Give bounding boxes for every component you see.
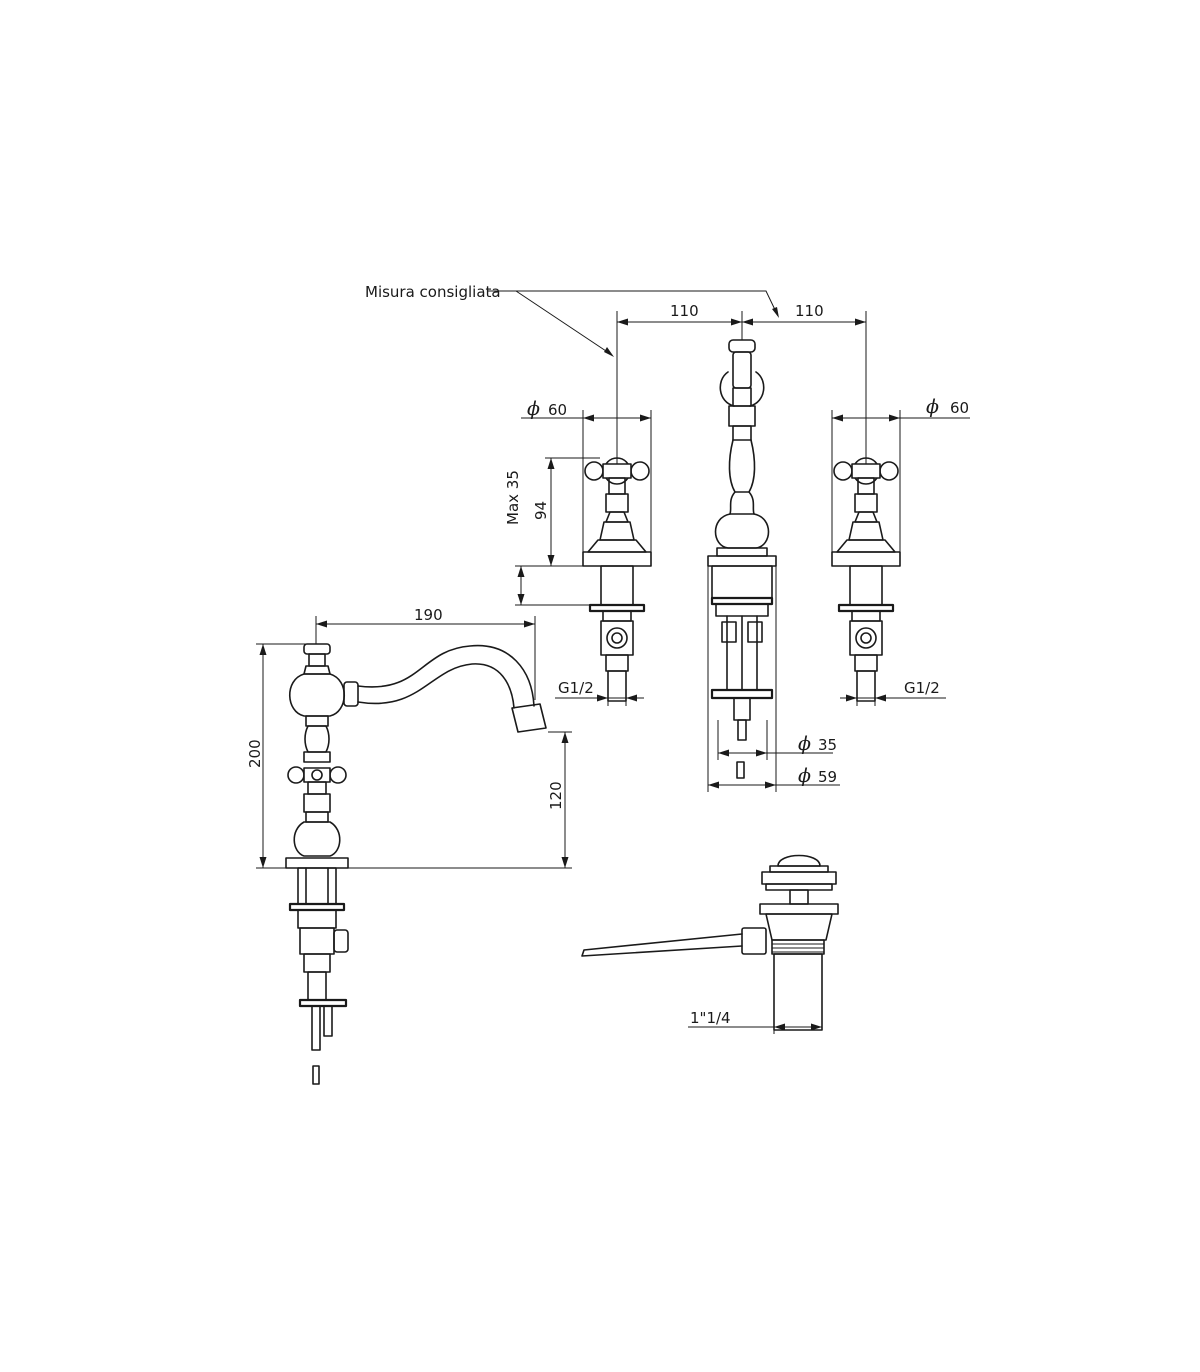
spacing-left-label: 110: [670, 302, 699, 320]
waste-thread-label: 1"1/4: [690, 1009, 731, 1027]
thread-right-label: G1/2: [904, 679, 940, 697]
phi-symbol-left: ϕ: [527, 398, 540, 420]
spout-height-label: 120: [547, 781, 565, 810]
popup-waste: 1"1/4: [581, 854, 839, 1034]
shank-diameter-label: 35: [818, 736, 837, 754]
spacing-dimension: 110 110: [616, 302, 867, 466]
handle-diameter-left-label: 60: [548, 401, 567, 419]
right-valve: ϕ 60 G1/2: [831, 396, 970, 706]
base-diameter-label: 59: [818, 768, 837, 786]
spacing-right-label: 110: [795, 302, 824, 320]
max-deck-label: Max 35: [504, 470, 522, 525]
spout-reach-label: 190: [414, 606, 443, 624]
recommended-leader: Misura consigliata: [365, 283, 779, 357]
total-height-label: 200: [246, 739, 264, 768]
handle-diameter-right-label: 60: [950, 399, 969, 417]
center-spout: ϕ 35 ϕ 59: [707, 339, 840, 792]
phi-symbol-shank: ϕ: [798, 733, 811, 755]
thread-left-label: G1/2: [558, 679, 594, 697]
recommended-label: Misura consigliata: [365, 283, 501, 301]
side-view: 190 200 120: [246, 606, 572, 1085]
handle-height-label: 94: [532, 501, 550, 520]
left-valve: ϕ 60 94 Max 35: [504, 398, 652, 706]
phi-symbol-right: ϕ: [926, 396, 939, 418]
phi-symbol-base: ϕ: [798, 765, 811, 787]
